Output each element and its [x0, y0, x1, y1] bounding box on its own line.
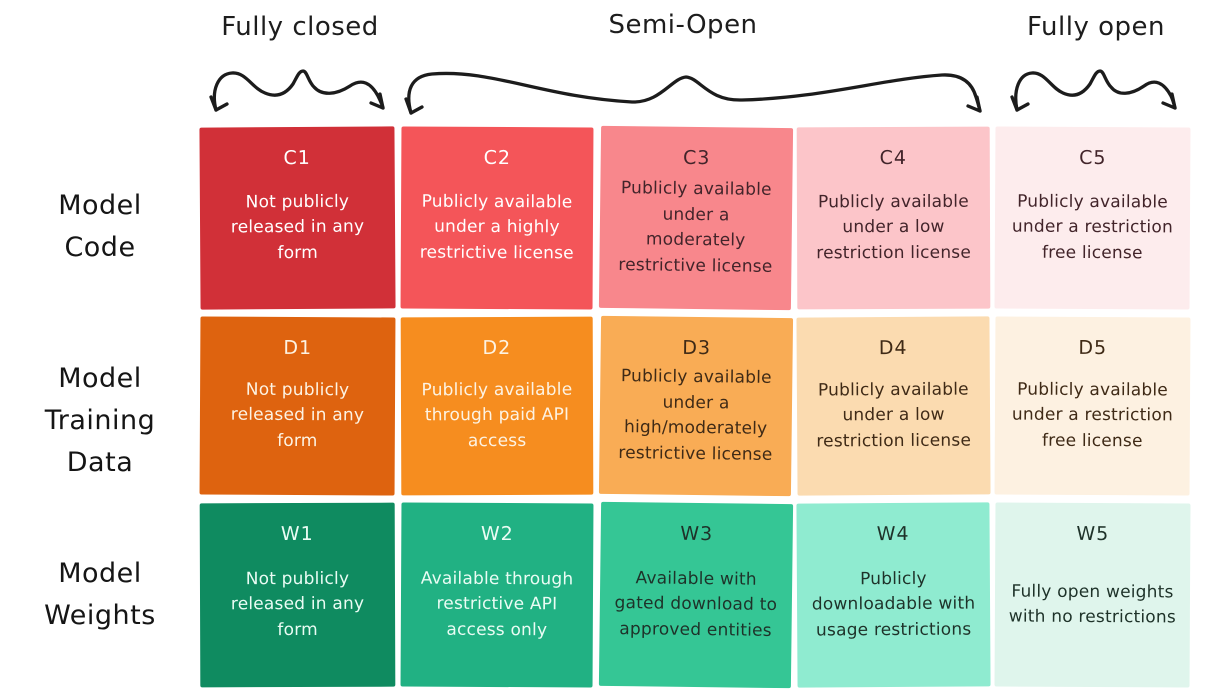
cell-d5: D5 Publicly available under a restrictio…	[994, 316, 1191, 496]
row-label-model-training-data: Model Training Data	[44, 363, 156, 478]
cell-c1-code: C1	[283, 146, 311, 170]
cell-d4-text: Publicly available under a low restricti…	[816, 379, 972, 452]
cell-d3-text: Publicly available under a high/moderate…	[618, 366, 773, 465]
cell-c5-code: C5	[1079, 146, 1107, 170]
cell-w1-code: W1	[280, 522, 314, 546]
fully-open-range-arrow-icon	[1010, 69, 1177, 112]
cell-c2-text: Publicly available under a highly restri…	[419, 191, 574, 264]
cell-w3-text: Available with gated download to approve…	[614, 568, 778, 641]
cell-w5: W5 Fully open weights with no restrictio…	[994, 502, 1191, 688]
group-title-fully-open: Fully open	[1027, 12, 1165, 42]
cell-d3-code: D3	[682, 336, 712, 360]
row-label-model-weights: Model Weights	[44, 558, 156, 631]
cell-c3-code: C3	[682, 146, 711, 170]
cell-d4-code: D4	[878, 336, 908, 360]
cell-c4: C4 Publicly available under a low restri…	[796, 126, 991, 310]
cell-d2-text: Publicly available through paid API acce…	[421, 379, 573, 451]
cell-w2-text: Available through restrictive API access…	[420, 568, 574, 641]
cell-c2-code: C2	[483, 146, 512, 170]
cell-d2: D2 Publicly available through paid API a…	[400, 316, 594, 496]
group-title-semi-open: Semi-Open	[608, 10, 758, 40]
cell-c3-text: Publicly available under a moderately re…	[618, 178, 773, 277]
cell-w3-code: W3	[680, 522, 714, 546]
cell-w2-code: W2	[480, 522, 514, 546]
cell-w4-code: W4	[876, 522, 910, 546]
cell-d1-text: Not publicly released in any form	[230, 379, 365, 451]
cell-c1: C1 Not publicly released in any form	[199, 126, 396, 310]
cell-d1-code: D1	[283, 336, 313, 360]
cell-d4: D4 Publicly available under a low restri…	[796, 316, 991, 496]
cell-w4-text: Publicly downloadable with usage restric…	[811, 568, 976, 641]
cell-d5-code: D5	[1078, 336, 1108, 360]
cell-d1: D1 Not publicly released in any form	[199, 316, 396, 496]
cell-d2-code: D2	[482, 336, 512, 360]
cell-c5: C5 Publicly available under a restrictio…	[994, 126, 1191, 310]
cell-d5-text: Publicly available under a restriction f…	[1011, 379, 1174, 452]
cell-c3: C3 Publicly available under a moderately…	[598, 125, 794, 311]
cell-c1-text: Not publicly released in any form	[230, 191, 365, 263]
semi-open-range-arrow-icon	[404, 71, 982, 115]
fully-closed-range-arrow-icon	[209, 69, 385, 112]
row-label-model-code: Model Code	[58, 190, 142, 263]
cell-c4-text: Publicly available under a low restricti…	[816, 191, 972, 264]
cell-w3: W3 Available with gated download to appr…	[598, 501, 794, 689]
group-title-fully-closed: Fully closed	[221, 12, 379, 42]
cell-w2: W2 Available through restrictive API acc…	[400, 502, 594, 688]
cell-c4-code: C4	[879, 146, 908, 170]
cell-d3: D3 Publicly available under a high/moder…	[598, 315, 794, 497]
cell-w1-text: Not publicly released in any form	[230, 568, 365, 640]
cell-w5-text: Fully open weights with no restrictions	[1008, 581, 1176, 628]
cell-w5-code: W5	[1076, 522, 1110, 546]
cell-w4: W4 Publicly downloadable with usage rest…	[796, 502, 991, 688]
cell-c5-text: Publicly available under a restriction f…	[1011, 191, 1174, 264]
cell-c2: C2 Publicly available under a highly res…	[400, 126, 594, 310]
cell-w1: W1 Not publicly released in any form	[199, 502, 396, 688]
